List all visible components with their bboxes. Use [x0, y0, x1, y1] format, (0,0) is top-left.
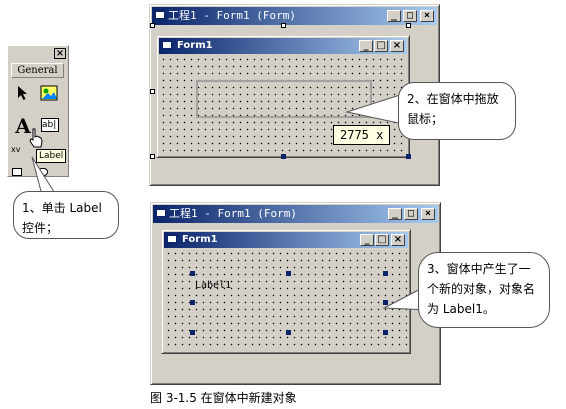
minimize-button[interactable]: _ — [388, 208, 402, 220]
window-handle[interactable] — [406, 23, 411, 28]
toolbox-general-tab[interactable]: General — [11, 63, 64, 78]
textbox-tool-button[interactable]: ab| — [41, 118, 59, 132]
callout-step-2-text: 2、在窗体中拖放鼠标； — [407, 92, 499, 126]
label1-control[interactable]: Label1 — [195, 280, 232, 291]
label1-handle[interactable] — [286, 330, 291, 335]
checkbox-tool-button[interactable] — [12, 168, 22, 176]
partial-tool-text: xv — [11, 145, 21, 154]
hand-cursor-icon — [29, 128, 43, 148]
window-handle[interactable] — [150, 154, 155, 159]
label-tool-button[interactable]: A — [15, 114, 31, 138]
close-button[interactable]: × — [421, 208, 435, 220]
maximize-button[interactable]: □ — [403, 10, 417, 22]
designer-window-top-titlebar: 工程1 - Form1 (Form) _ □ × — [152, 7, 437, 25]
label1-handle[interactable] — [190, 330, 195, 335]
close-button[interactable]: × — [420, 10, 434, 22]
callout-step-1-text: 1、单击 Label控件； — [22, 201, 102, 235]
form1-top-design-surface[interactable] — [160, 56, 406, 154]
coordinate-readout: 2775 x — [333, 125, 391, 145]
label1-handle[interactable] — [383, 330, 388, 335]
label1-handle[interactable] — [383, 300, 388, 305]
minimize-button[interactable]: _ — [387, 10, 401, 22]
pointer-arrow-icon — [18, 86, 27, 100]
label1-handle[interactable] — [190, 271, 195, 276]
designer-window-bottom: 工程1 - Form1 (Form) _ □ × Form1 _ □ × Lab… — [150, 202, 441, 385]
drag-rectangle — [196, 80, 372, 118]
form1-window-top: Form1 _ □ × — [156, 35, 410, 158]
form1-bottom-title: Form1 — [182, 234, 218, 245]
window-handle[interactable] — [281, 154, 286, 159]
label1-handle[interactable] — [286, 271, 291, 276]
picture-icon — [40, 85, 58, 101]
designer-window-top-title: 工程1 - Form1 (Form) — [168, 9, 296, 22]
callout-2-pointer — [345, 93, 404, 125]
form1-top-title: Form1 — [177, 40, 213, 51]
figure-caption: 图 3-1.5 在窗体中新建对象 — [150, 391, 297, 405]
form-minimize-button[interactable]: _ — [359, 40, 373, 52]
callout-step-3-text: 3、窗体中产生了一个新的对象，对象名为 Label1。 — [427, 262, 536, 316]
callout-step-3: 3、窗体中产生了一个新的对象，对象名为 Label1。 — [418, 252, 550, 328]
form-close-button[interactable]: × — [391, 234, 405, 246]
form1-bottom-design-surface[interactable]: Label1 — [165, 250, 407, 350]
label1-handle[interactable] — [190, 300, 195, 305]
form-maximize-button[interactable]: □ — [375, 234, 389, 246]
toolbox-close-button[interactable]: × — [54, 48, 66, 59]
window-handle[interactable] — [150, 23, 155, 28]
picturebox-tool-button[interactable] — [38, 84, 60, 106]
designer-window-bottom-titlebar: 工程1 - Form1 (Form) _ □ × — [153, 205, 438, 223]
window-handle[interactable] — [406, 154, 411, 159]
callout-step-1: 1、单击 Label控件； — [13, 191, 119, 239]
form1-top-titlebar: Form1 _ □ × — [159, 38, 407, 54]
window-handle[interactable] — [150, 89, 155, 94]
form1-bottom-titlebar: Form1 _ □ × — [164, 232, 408, 248]
pointer-tool-button[interactable] — [12, 84, 34, 106]
callout-step-2: 2、在窗体中拖放鼠标； — [398, 82, 516, 140]
form-maximize-button[interactable]: □ — [374, 40, 388, 52]
form-icon — [167, 235, 177, 243]
maximize-button[interactable]: □ — [404, 208, 418, 220]
form-icon — [162, 41, 172, 49]
form1-window-bottom: Form1 _ □ × Label1 — [161, 229, 411, 354]
label1-handle[interactable] — [383, 271, 388, 276]
tool-tooltip: Label — [36, 149, 67, 163]
toolbox-palette: × General A ab| xv Label — [7, 45, 69, 177]
form-minimize-button[interactable]: _ — [360, 234, 374, 246]
window-icon — [155, 11, 165, 19]
designer-window-top: 工程1 - Form1 (Form) _ □ × Form1 _ □ × 277… — [149, 4, 440, 186]
window-handle[interactable] — [281, 23, 286, 28]
form-close-button[interactable]: × — [390, 40, 404, 52]
designer-window-bottom-title: 工程1 - Form1 (Form) — [169, 207, 297, 220]
window-icon — [156, 209, 166, 217]
